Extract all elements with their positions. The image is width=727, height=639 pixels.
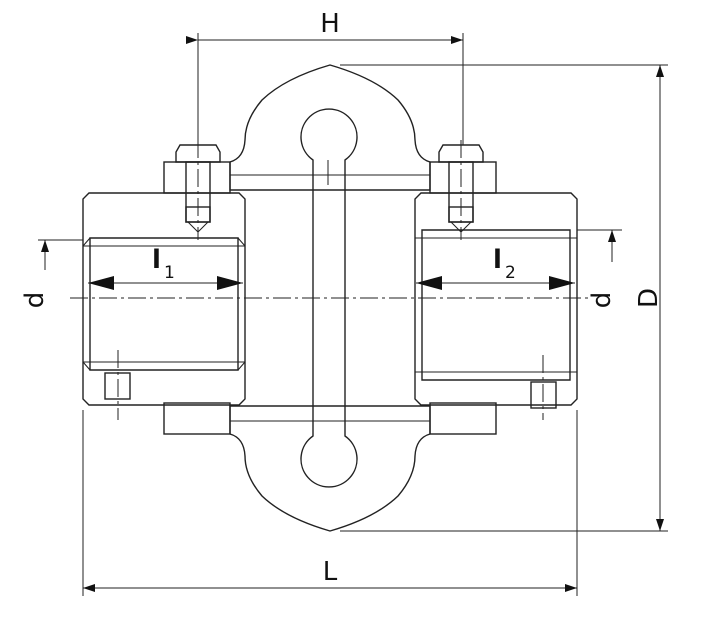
dimension-d-right: d <box>577 229 622 309</box>
label-D: D <box>634 288 664 308</box>
dimension-d-left: d <box>20 239 83 309</box>
label-H: H <box>320 9 340 39</box>
dimension-D: D <box>340 64 668 532</box>
label-d-right: d <box>587 292 617 309</box>
tyre-element <box>229 64 431 532</box>
left-bolt <box>175 144 221 233</box>
label-l1: l <box>152 245 161 275</box>
dimension-H: H <box>186 9 464 145</box>
right-hub <box>414 192 578 406</box>
label-d-left: d <box>20 292 50 309</box>
label-l1-subscript: 1 <box>164 263 175 283</box>
label-l2-subscript: 2 <box>505 263 516 283</box>
dimension-L: L <box>82 410 578 596</box>
dimension-l2: l 2 <box>416 245 575 290</box>
label-L: L <box>323 557 338 587</box>
label-l2: l <box>493 245 502 275</box>
left-hub <box>82 192 246 406</box>
dimension-l1: l 1 <box>88 245 243 290</box>
tyre-web <box>300 108 358 488</box>
right-bolt <box>438 144 484 233</box>
